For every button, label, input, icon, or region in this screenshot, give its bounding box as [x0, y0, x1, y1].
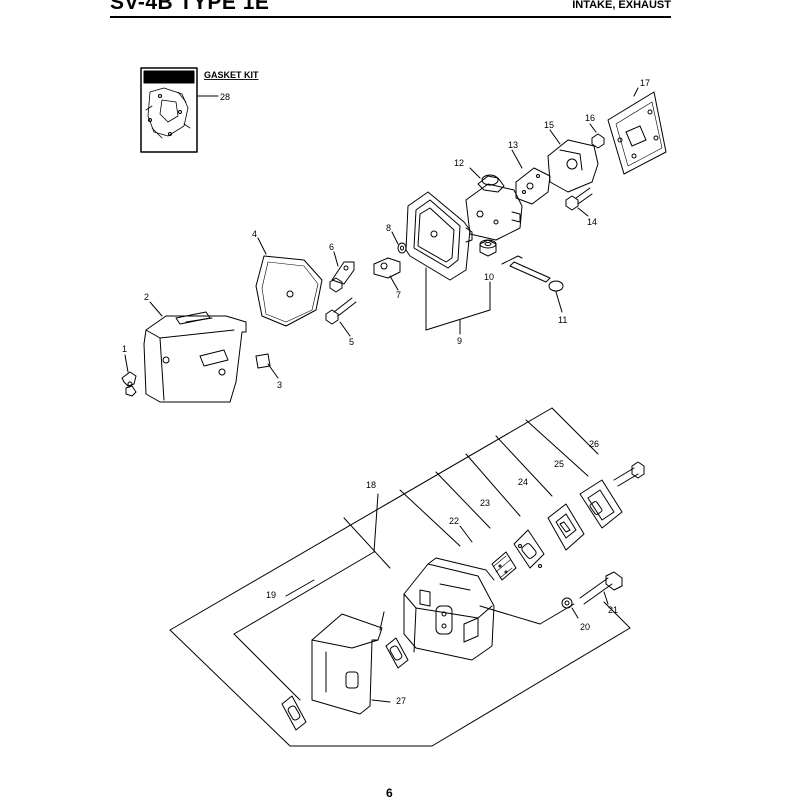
callout-15: 15 [544, 120, 554, 130]
part-17-gasket-plate [607, 87, 667, 175]
callout-4: 4 [252, 229, 257, 239]
header-rule [110, 16, 671, 18]
callout-18: 18 [366, 480, 376, 490]
page-number: 6 [386, 786, 393, 800]
callout-2: 2 [144, 292, 149, 302]
callout-7: 7 [396, 290, 401, 300]
part-14-bolt [565, 187, 593, 217]
part-13-gasket [511, 149, 551, 205]
part-19-gaskets [281, 637, 409, 731]
callout-1: 1 [122, 344, 127, 354]
callout-14: 14 [587, 217, 597, 227]
callout-21: 21 [608, 605, 618, 615]
section-title: INTAKE, EXHAUST [572, 0, 671, 11]
part-21-long-bolt [579, 571, 623, 605]
part-15-insulator [547, 129, 599, 193]
callout-27: 27 [396, 696, 406, 706]
callout-16: 16 [585, 113, 595, 123]
callout-19: 19 [266, 590, 276, 600]
part-26-bolt [613, 461, 645, 487]
model-title: SV-4B TYPE 1E [110, 0, 270, 14]
callout-12: 12 [454, 158, 464, 168]
callout-8: 8 [386, 223, 391, 233]
part-16-nut [589, 123, 605, 149]
callout-28: 28 [220, 92, 230, 102]
callout-13: 13 [508, 140, 518, 150]
callout-10: 10 [484, 272, 494, 282]
callout-26: 26 [589, 439, 599, 449]
part-3-pad [255, 353, 279, 379]
part-7-plate [373, 257, 401, 291]
callout-22: 22 [449, 516, 459, 526]
part-1-wing-nut [121, 354, 137, 397]
part-6-bracket [329, 251, 355, 293]
part-24-plate [547, 503, 585, 551]
part-10-bushing [479, 239, 497, 257]
callout-9: 9 [457, 336, 462, 346]
part-11-rod [501, 255, 564, 313]
callout-6: 6 [329, 242, 334, 252]
part-20-washer [561, 597, 579, 619]
part-12-carburetor [465, 167, 523, 241]
callout-11: 11 [558, 315, 567, 325]
part-4-air-filter [255, 237, 323, 327]
part-5-bolt [325, 297, 357, 337]
callout-23: 23 [480, 498, 490, 508]
part-9-filter-case [405, 191, 491, 335]
callout-5: 5 [349, 337, 354, 347]
callout-25: 25 [554, 459, 564, 469]
callout-3: 3 [277, 380, 282, 390]
callout-17: 17 [640, 78, 650, 88]
callout-20: 20 [580, 622, 590, 632]
part-25-cover-plate [579, 479, 623, 529]
callout-labels: GASKET KIT 28 1 2 3 4 5 6 7 8 9 10 11 12… [122, 70, 650, 706]
part-27-heat-shield [311, 613, 391, 715]
gasket-kit-label: GASKET KIT [204, 70, 259, 80]
part-18-muffler [403, 557, 495, 661]
callout-24: 24 [518, 477, 528, 487]
gasket-kit-inset [140, 67, 219, 153]
part-8-washer [391, 231, 407, 254]
exhaust-bracket-lines [169, 407, 631, 747]
part-23-gasket [513, 529, 545, 569]
part-22-screen [459, 525, 517, 581]
part-2-air-cleaner-cover [143, 301, 247, 403]
